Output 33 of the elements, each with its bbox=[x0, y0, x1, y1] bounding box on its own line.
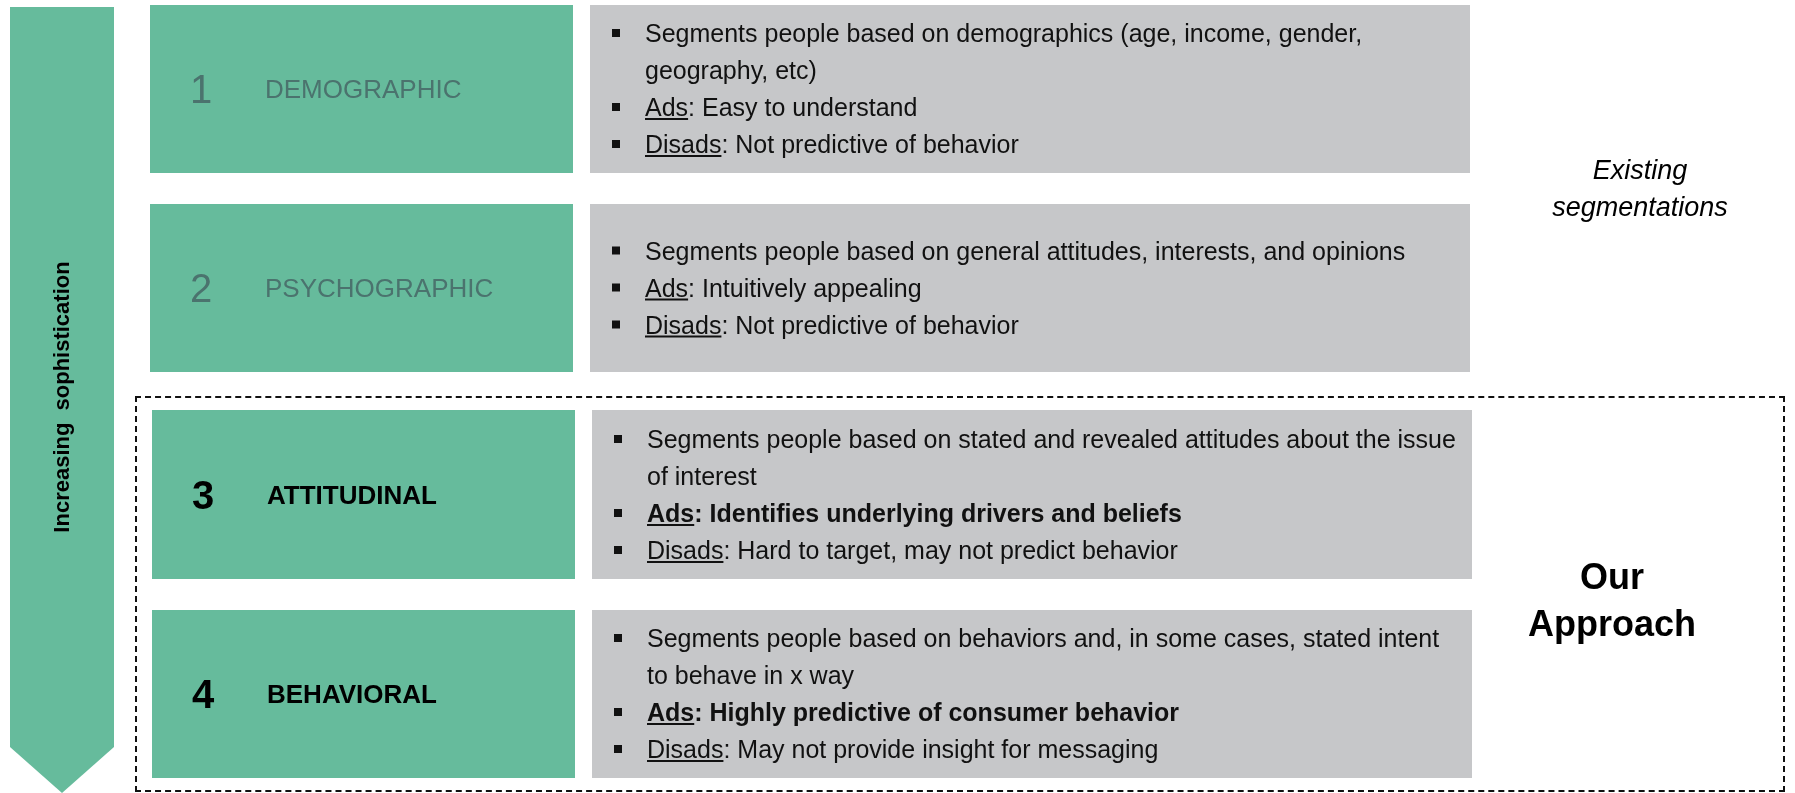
note-text: Existing segmentations bbox=[1551, 154, 1729, 224]
bullet-text: Disads: Hard to target, may not predict behavior bbox=[592, 531, 1462, 569]
bullet-text: Segments people based on stated and revealed attitudes about the issue of interest bbox=[592, 420, 1462, 495]
description-box bbox=[590, 5, 1470, 173]
bullet-text: Segments people based on behaviors and, in some cases, stated intent to behave in x way bbox=[592, 620, 1462, 694]
step-number: 1 bbox=[190, 69, 213, 109]
description-box bbox=[592, 610, 1472, 778]
segment-title: BEHAVIORAL bbox=[267, 681, 437, 707]
description-box bbox=[592, 410, 1472, 579]
segment-title: DEMOGRAPHIC bbox=[265, 76, 462, 102]
group-title: Our Approach bbox=[1527, 555, 1697, 646]
dashed-frame bbox=[135, 396, 1785, 792]
bullet-text: Segments people based on demographics (age, income, gender, geography, etc) bbox=[590, 15, 1460, 89]
segment-box bbox=[152, 410, 575, 579]
step-number: 4 bbox=[192, 674, 215, 714]
segment-box bbox=[150, 204, 573, 372]
bullet-text: Ads: Identifies underlying drivers and beliefs bbox=[592, 494, 1462, 532]
bullet-text: Disads: Not predictive of behavior bbox=[590, 306, 1460, 344]
bullet-text: Disads: May not provide insight for messaging bbox=[592, 731, 1462, 768]
step-number: 3 bbox=[192, 474, 215, 515]
bullet-text: Ads: Intuitively appealing bbox=[590, 269, 1460, 307]
segment-box bbox=[150, 5, 573, 173]
step-number: 2 bbox=[190, 268, 213, 308]
bullet-text: Ads: Easy to understand bbox=[590, 89, 1460, 126]
bullet-text: Ads: Highly predictive of consumer behavior bbox=[592, 694, 1462, 731]
segment-title: ATTITUDINAL bbox=[267, 481, 437, 508]
segment-box bbox=[152, 610, 575, 778]
description-box bbox=[590, 204, 1470, 372]
axis-label: Increasing sophistication bbox=[49, 261, 75, 533]
bullet-text: Segments people based on general attitudes, interests, and opinions bbox=[590, 232, 1460, 270]
segment-title: PSYCHOGRAPHIC bbox=[265, 275, 494, 301]
bullet-text: Disads: Not predictive of behavior bbox=[590, 126, 1460, 163]
direction-arrow bbox=[10, 7, 114, 793]
